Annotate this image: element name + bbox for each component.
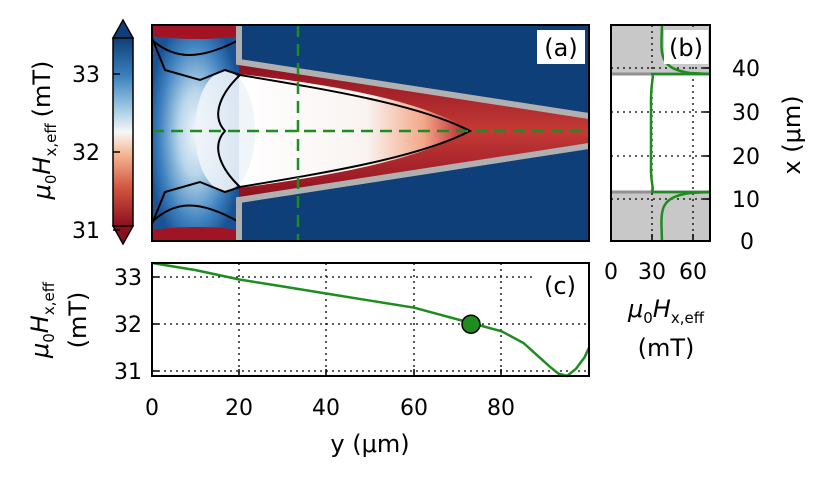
panel-b-y-tick-label: 0 <box>740 230 754 255</box>
panel-b-x-tick-label: 30 <box>638 260 666 285</box>
panel-c-x-tick-label: 20 <box>225 396 253 421</box>
contour-line <box>217 74 241 188</box>
panel-b-x-axis-label: μ0Hx,eff <box>627 295 705 327</box>
contour-line <box>152 37 473 225</box>
panel-c-y-axis-unit: (mT) <box>64 292 92 349</box>
boundary-line <box>236 143 589 241</box>
panel-c-y-tick-label: 33 <box>114 266 142 291</box>
panel-b-y-tick-label: 30 <box>732 101 760 126</box>
colorbar-tick-label: 31 <box>72 219 100 244</box>
colorbar-tick-label: 32 <box>72 141 100 166</box>
boundary-line <box>236 25 589 119</box>
panel-b-label-box <box>664 30 708 64</box>
panel-c-marker-point <box>461 314 481 334</box>
panel-c-y-tick-label: 32 <box>114 313 142 338</box>
panel-c-series-line <box>151 261 591 378</box>
panel-a-frame <box>151 24 590 242</box>
panel-c-label-box <box>534 268 586 302</box>
panel-b-label: (b) <box>669 34 703 62</box>
panel-b-y-tick-label: 20 <box>732 145 760 170</box>
panel-c-x-axis-label: y (μm) <box>330 430 409 458</box>
panel-b-x-tick-label: 60 <box>679 260 707 285</box>
panel-c-x-tick-label: 40 <box>312 396 340 421</box>
panel-a-label: (a) <box>544 34 577 62</box>
colorbar-max-triangle <box>111 18 135 39</box>
colorbar-min-triangle <box>111 225 135 246</box>
panel-c: (c) 33 32 31 μ0Hx,eff (mT) 0 20 40 60 80… <box>26 261 591 458</box>
heatmap-top-cap <box>152 25 239 39</box>
panel-a: (a) <box>151 24 590 242</box>
contour-line <box>152 204 240 223</box>
panel-b-y-tick-label: 40 <box>732 57 760 82</box>
panel-c-y-axis-label: μ0Hx,eff <box>26 281 58 359</box>
contour-line <box>152 39 240 56</box>
panel-c-x-tick-label: 80 <box>487 396 515 421</box>
panel-b-x-tick-label: 0 <box>604 260 618 285</box>
panel-c-y-tick-label: 31 <box>114 360 142 385</box>
panel-b-y-tick-label: 10 <box>732 188 760 213</box>
colorbar-tick-label: 33 <box>72 63 100 88</box>
panel-c-label: (c) <box>544 272 576 300</box>
panel-a-label-box <box>537 30 585 64</box>
colorbar-gradient <box>112 37 134 227</box>
colorbar-axis-label: μ0Hx,eff(mT) <box>28 61 60 201</box>
panel-c-x-tick-label: 0 <box>145 396 159 421</box>
panel-b-y-axis-label: x (μm) <box>778 95 806 174</box>
colorbar: 33 32 31 μ0Hx,eff(mT) <box>28 18 135 246</box>
panel-c-x-tick-label: 60 <box>400 396 428 421</box>
panel-b-frame <box>610 24 711 242</box>
heatmap-bottom-cap <box>152 227 239 241</box>
panel-b-x-axis-unit: (mT) <box>638 334 695 362</box>
panel-b: (b) 40 30 20 10 0 x (μm) 0 30 60 μ0Hx,ef… <box>604 24 806 362</box>
panel-c-frame <box>151 262 590 377</box>
